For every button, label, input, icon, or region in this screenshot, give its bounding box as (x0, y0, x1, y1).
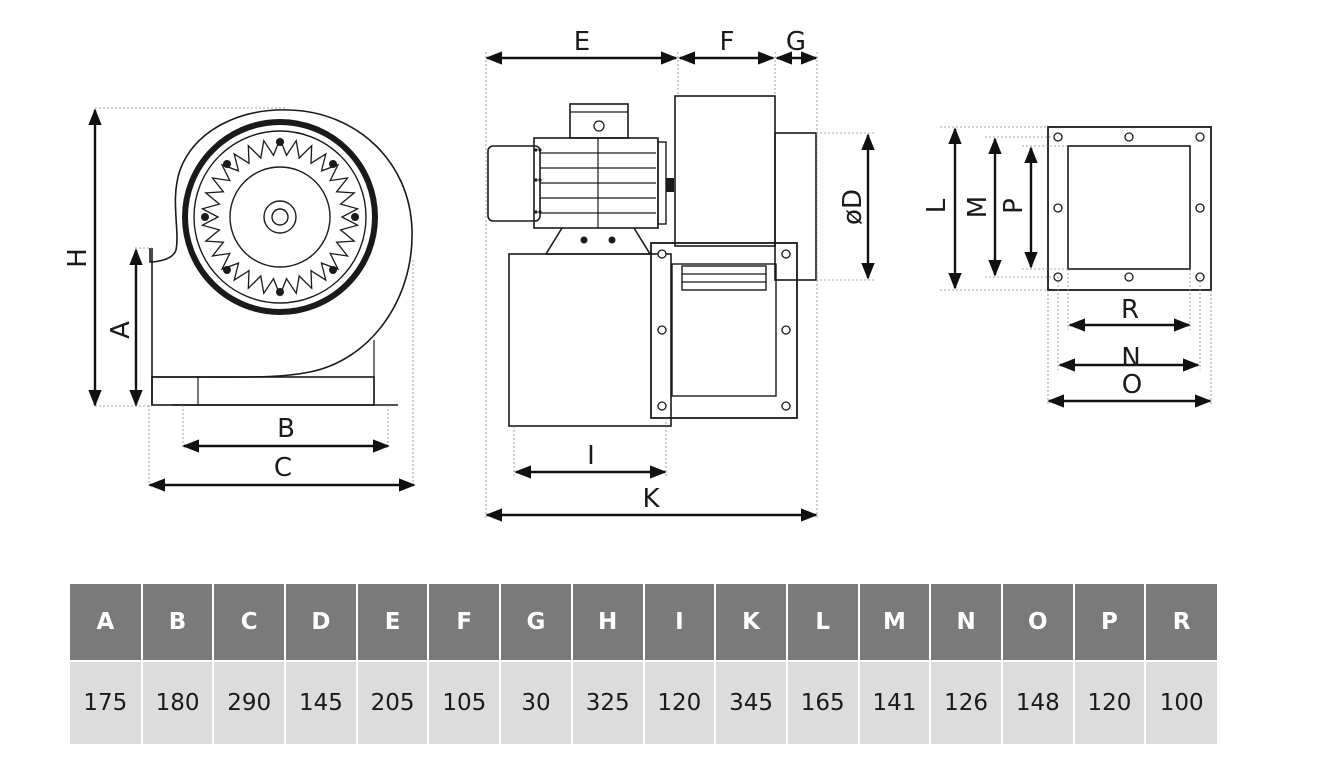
value-cell-d: 145 (285, 660, 358, 744)
column-header-l: L (786, 584, 860, 661)
value-cell-c: 290 (213, 660, 287, 744)
outlet-duct (774, 132, 817, 281)
label-H: H (63, 248, 93, 268)
fan-housing (674, 95, 776, 247)
value-cell-l: 165 (786, 660, 860, 744)
label-M: M (963, 196, 993, 218)
column-header-g: G (500, 584, 573, 661)
value-cell-p: 120 (1073, 660, 1147, 744)
value-cell-k: 345 (715, 660, 788, 744)
column-header-p: P (1073, 584, 1147, 661)
motor-foot (544, 227, 652, 255)
ring-bolt (351, 213, 359, 221)
ring-bolt (276, 138, 284, 146)
value-cell-r: 100 (1145, 660, 1217, 744)
ring-bolt (329, 160, 337, 168)
column-header-d: D (285, 584, 358, 661)
column-header-c: C (213, 584, 287, 661)
value-cell-m: 141 (858, 660, 932, 744)
column-header-r: R (1145, 584, 1217, 661)
value-cell-f: 105 (428, 660, 502, 744)
label-P: P (999, 198, 1029, 214)
column-header-a: A (70, 584, 143, 661)
label-B: B (277, 414, 295, 444)
outlet-flange (650, 242, 798, 419)
flange-opening (1067, 145, 1191, 270)
label-G: G (786, 27, 806, 57)
technical-drawing: H A B C (63, 27, 1212, 522)
column-header-h: H (571, 584, 645, 661)
column-header-f: F (428, 584, 502, 661)
motor-end-cap (487, 145, 541, 222)
column-header-m: M (858, 584, 932, 661)
column-header-n: N (930, 584, 1003, 661)
flange-view: L M P R N O (922, 126, 1212, 408)
label-O: O (1122, 370, 1142, 400)
value-cell-i: 120 (643, 660, 717, 744)
motor-fins (534, 148, 656, 214)
ring-bolt (329, 266, 337, 274)
side-base (151, 376, 375, 406)
column-header-i: I (643, 584, 717, 661)
column-header-o: O (1001, 584, 1075, 661)
label-R: R (1121, 295, 1139, 325)
impeller-outer-ring (182, 119, 378, 315)
label-K: K (642, 484, 660, 514)
lower-casing (508, 253, 672, 427)
value-cell-h: 325 (571, 660, 645, 744)
value-cell-e: 205 (356, 660, 430, 744)
ring-bolt (223, 160, 231, 168)
value-cell-g: 30 (500, 660, 573, 744)
label-E: E (574, 27, 590, 57)
front-view: E F G øD I K (485, 27, 876, 522)
ring-bolt (276, 288, 284, 296)
label-F: F (720, 27, 735, 57)
column-header-k: K (715, 584, 788, 661)
value-cell-n: 126 (930, 660, 1003, 744)
impeller-blades (200, 137, 360, 297)
label-D: øD (838, 189, 868, 225)
ring-bolts (201, 138, 359, 296)
label-I: I (587, 441, 595, 471)
value-cell-b: 180 (141, 660, 215, 744)
side-view: H A B C (63, 107, 416, 492)
label-N: N (1121, 340, 1140, 370)
column-header-e: E (356, 584, 430, 661)
ring-bolt (201, 213, 209, 221)
ring-bolt (223, 266, 231, 274)
label-C: C (274, 453, 292, 483)
label-A: A (106, 321, 136, 339)
volute-housing (149, 109, 413, 378)
column-header-b: B (141, 584, 215, 661)
flange-outer (1047, 126, 1212, 291)
label-L: L (922, 198, 952, 213)
value-cell-a: 175 (70, 660, 143, 744)
value-cell-o: 148 (1001, 660, 1075, 744)
